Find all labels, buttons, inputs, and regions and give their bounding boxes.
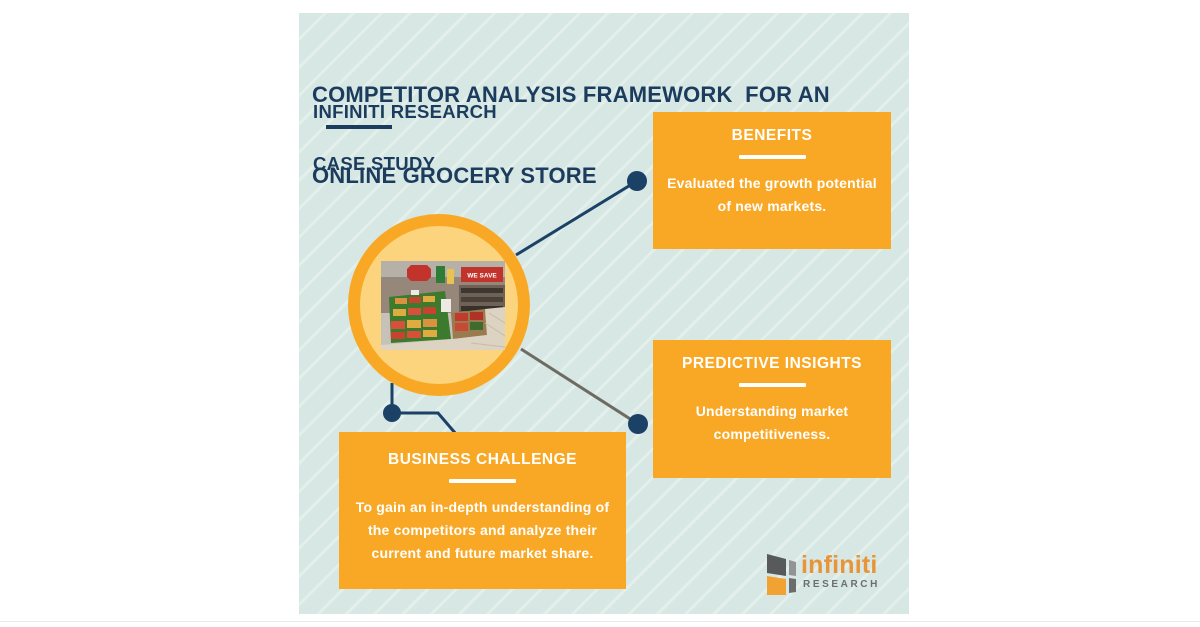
business-challenge-body: To gain an in-depth understanding of the… bbox=[355, 499, 610, 561]
infiniti-research-logo: infiniti RESEARCH bbox=[767, 550, 907, 602]
business-challenge-box: BUSINESS CHALLENGE To gain an in-depth u… bbox=[339, 432, 626, 589]
benefits-title: BENEFITS bbox=[731, 127, 813, 144]
case-study-label: CASE STUDY bbox=[313, 153, 436, 174]
logo-name-text: infiniti bbox=[801, 551, 878, 579]
benefits-box: BENEFITS Evaluated the growth potential … bbox=[653, 112, 891, 249]
white-shelf-sign bbox=[441, 299, 451, 312]
predictive-insights-title: PREDICTIVE INSIGHTS bbox=[681, 355, 863, 372]
brand-underline bbox=[326, 125, 392, 129]
tiled-floor bbox=[381, 307, 505, 350]
grocery-store-photo: WE SAVE bbox=[381, 261, 505, 350]
we-save-banner-text: WE SAVE bbox=[467, 273, 497, 280]
window-pane-logo-icon bbox=[767, 554, 796, 595]
logo-sub-text: RESEARCH bbox=[803, 579, 880, 590]
we-save-banner bbox=[461, 267, 503, 282]
bottom-divider-line bbox=[0, 621, 1200, 622]
green-banner bbox=[436, 266, 445, 283]
predictive-insights-body: Understanding market competitiveness. bbox=[695, 403, 849, 442]
page-title-line1: COMPETITOR ANALYSIS FRAMEWORK FOR AN bbox=[312, 82, 830, 107]
business-challenge-title: BUSINESS CHALLENGE bbox=[388, 451, 577, 468]
brand-name: INFINITI RESEARCH bbox=[313, 101, 497, 122]
benefits-body: Evaluated the growth potential of new ma… bbox=[667, 175, 877, 214]
business-challenge-title-underline bbox=[449, 479, 516, 483]
predictive-insights-box: PREDICTIVE INSIGHTS Understanding market… bbox=[653, 340, 891, 478]
benefits-title-underline bbox=[738, 155, 806, 159]
yellow-price-tag bbox=[447, 269, 454, 284]
save-octagon-sign bbox=[407, 265, 431, 281]
predictive-insights-title-underline bbox=[738, 383, 806, 387]
